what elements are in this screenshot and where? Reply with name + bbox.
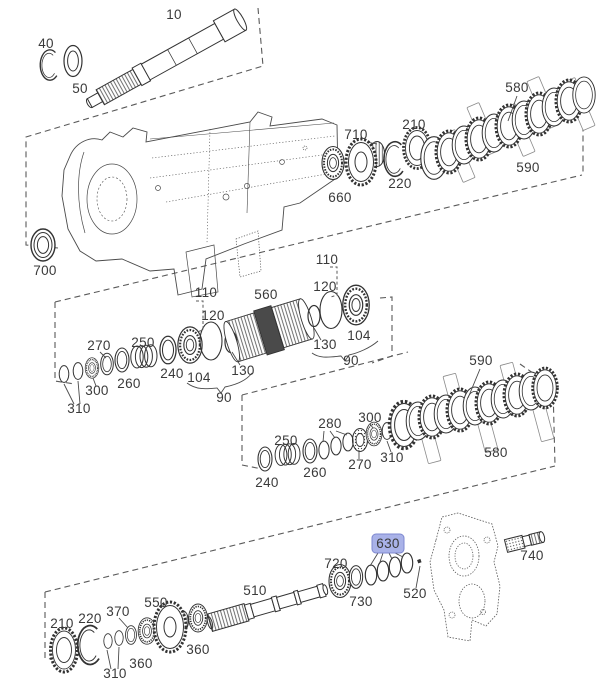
clutch-pack-lower-drawing xyxy=(387,361,559,465)
shaft-740-drawing xyxy=(503,531,546,553)
part-label-560[interactable]: 560 xyxy=(254,287,277,302)
part-label-240-lower[interactable]: 240 xyxy=(255,475,278,490)
ring-370-drawing xyxy=(125,625,137,645)
gear-550-drawing xyxy=(152,600,189,654)
part-label-240-left[interactable]: 240 xyxy=(160,366,183,381)
part-label-210-top[interactable]: 210 xyxy=(402,117,425,132)
mid-right-parts-drawing xyxy=(307,284,371,330)
transmission-housing-drawing xyxy=(61,111,339,298)
part-label-250-left[interactable]: 250 xyxy=(131,335,154,350)
part-label-270-lower[interactable]: 270 xyxy=(348,457,371,472)
part-label-660[interactable]: 660 xyxy=(328,190,351,205)
part-label-370[interactable]: 370 xyxy=(106,604,129,619)
needle-cage-560-drawing xyxy=(223,298,315,363)
pin-520-drawing xyxy=(417,558,422,564)
selected-part-highlight[interactable] xyxy=(371,533,405,554)
part-label-130-right[interactable]: 130 xyxy=(313,337,336,352)
part-label-50[interactable]: 50 xyxy=(72,81,88,96)
part-label-300-left[interactable]: 300 xyxy=(85,383,108,398)
part-label-310-left[interactable]: 310 xyxy=(67,401,90,416)
part-label-280[interactable]: 280 xyxy=(318,416,341,431)
lower-mid-parts-drawing xyxy=(257,421,393,472)
part-label-90-left[interactable]: 90 xyxy=(216,390,232,405)
part-label-270-left[interactable]: 270 xyxy=(87,338,110,353)
input-shaft-drawing xyxy=(85,8,248,109)
part-label-90-right[interactable]: 90 xyxy=(343,353,359,368)
part-label-730[interactable]: 730 xyxy=(349,594,372,609)
bearing-360-left-drawing xyxy=(137,616,157,646)
part-label-590-lower[interactable]: 590 xyxy=(469,353,492,368)
washer-50-drawing xyxy=(63,44,83,78)
part-label-300-lower[interactable]: 300 xyxy=(358,410,381,425)
snap-ring-40-drawing xyxy=(39,49,58,81)
seal-700-drawing xyxy=(30,228,56,262)
rings-310-bottom-drawing xyxy=(103,630,124,649)
leader-lines xyxy=(63,95,518,670)
part-label-520[interactable]: 520 xyxy=(403,586,426,601)
splined-disc-210-bottom-drawing xyxy=(49,626,79,674)
gear-710-drawing xyxy=(344,137,385,187)
mid-left-parts-drawing xyxy=(58,321,238,383)
snap-ring-220-top-drawing xyxy=(383,140,404,178)
part-label-310-bottom[interactable]: 310 xyxy=(103,666,126,681)
part-label-104-right[interactable]: 104 xyxy=(347,328,371,343)
part-label-260-left[interactable]: 260 xyxy=(117,376,140,391)
part-label-104-left[interactable]: 104 xyxy=(187,370,211,385)
part-label-40[interactable]: 40 xyxy=(38,36,54,51)
bearing-360-right-drawing xyxy=(187,603,209,633)
part-label-310-lower[interactable]: 310 xyxy=(380,450,403,465)
orings-630-drawing xyxy=(364,552,414,586)
part-label-710[interactable]: 710 xyxy=(344,127,367,142)
part-label-210-bottom[interactable]: 210 xyxy=(50,616,73,631)
part-label-130-left[interactable]: 130 xyxy=(231,363,254,378)
part-label-110-right[interactable]: 110 xyxy=(316,252,338,267)
part-label-550[interactable]: 550 xyxy=(144,595,167,610)
output-shaft-510-drawing xyxy=(206,583,329,632)
part-label-740[interactable]: 740 xyxy=(520,548,543,563)
part-label-580-top[interactable]: 580 xyxy=(505,80,528,95)
part-label-120-right[interactable]: 120 xyxy=(313,279,336,294)
part-label-220-bottom[interactable]: 220 xyxy=(78,611,101,626)
part-labels: 10 40 50 700 710 660 220 210 580 590 110… xyxy=(33,7,543,681)
part-label-10[interactable]: 10 xyxy=(166,7,182,22)
part-label-120-left[interactable]: 120 xyxy=(201,308,224,323)
part-label-580-lower[interactable]: 580 xyxy=(484,445,507,460)
part-label-110-left[interactable]: 110 xyxy=(195,285,217,300)
part-label-250-lower[interactable]: 250 xyxy=(274,433,297,448)
part-label-700[interactable]: 700 xyxy=(33,263,56,278)
part-label-360-left[interactable]: 360 xyxy=(129,656,152,671)
oring-730-drawing xyxy=(348,565,364,589)
part-label-360-right[interactable]: 360 xyxy=(186,642,209,657)
part-label-630-selected[interactable]: 630 xyxy=(376,536,399,551)
part-label-590-top[interactable]: 590 xyxy=(516,160,539,175)
bearing-660-drawing xyxy=(321,145,345,181)
part-label-720[interactable]: 720 xyxy=(324,556,347,571)
part-label-510[interactable]: 510 xyxy=(243,583,266,598)
part-label-220-top[interactable]: 220 xyxy=(388,176,411,191)
end-cover-drawing xyxy=(429,512,501,642)
part-label-260-lower[interactable]: 260 xyxy=(303,465,326,480)
snap-ring-220-bottom-drawing xyxy=(76,624,100,666)
